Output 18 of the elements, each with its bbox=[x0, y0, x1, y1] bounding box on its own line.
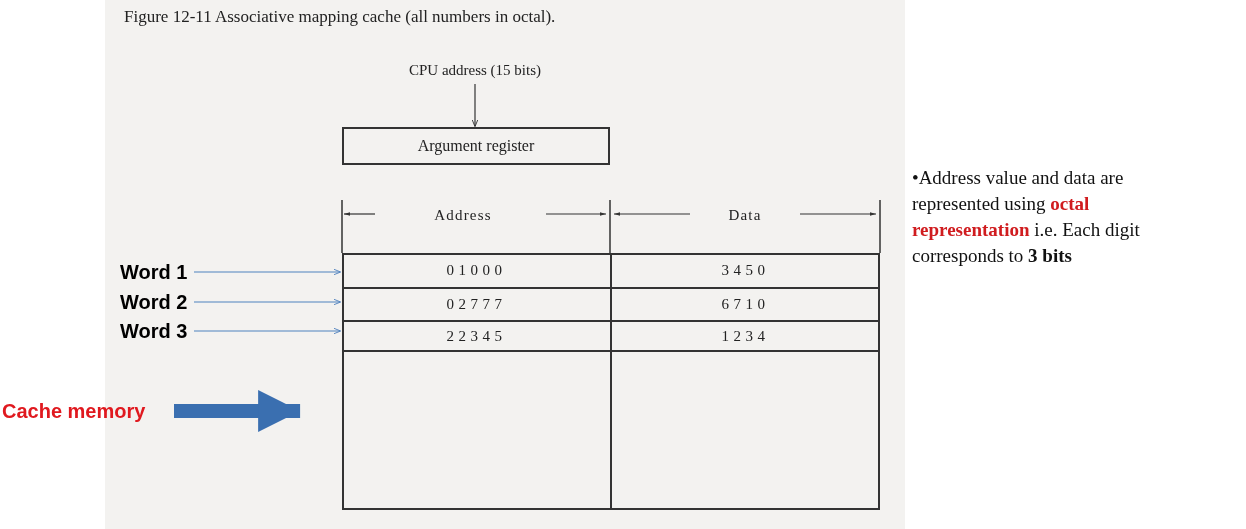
input-label: CPU address (15 bits) bbox=[380, 58, 570, 82]
cache-label: Cache memory bbox=[2, 396, 170, 426]
column-header: Address bbox=[433, 206, 493, 225]
word-label: Word 3 bbox=[120, 316, 190, 346]
data-cell-text: 6710 bbox=[720, 295, 771, 315]
block-arrow bbox=[174, 390, 301, 432]
address-cell-text: 22345 bbox=[445, 326, 508, 346]
word-label: Word 1 bbox=[120, 257, 190, 287]
word-label: Word 2 bbox=[120, 287, 190, 317]
register-box: Argument register bbox=[342, 127, 610, 165]
address-cell-text: 01000 bbox=[445, 260, 508, 280]
data-cell-text: 1234 bbox=[720, 326, 771, 346]
column-header: Data bbox=[727, 206, 763, 225]
note-text: •Address value and data are represented using octal representation i.e. Each digit corresponds to 3 bits bbox=[912, 166, 1141, 268]
figure-title: Figure 12-11 Associative mapping cache (all numbers in octal). bbox=[124, 6, 556, 28]
data-cell-text: 3450 bbox=[720, 260, 771, 280]
address-cell-text: 02777 bbox=[445, 295, 508, 315]
cache-memory-table bbox=[342, 253, 880, 510]
